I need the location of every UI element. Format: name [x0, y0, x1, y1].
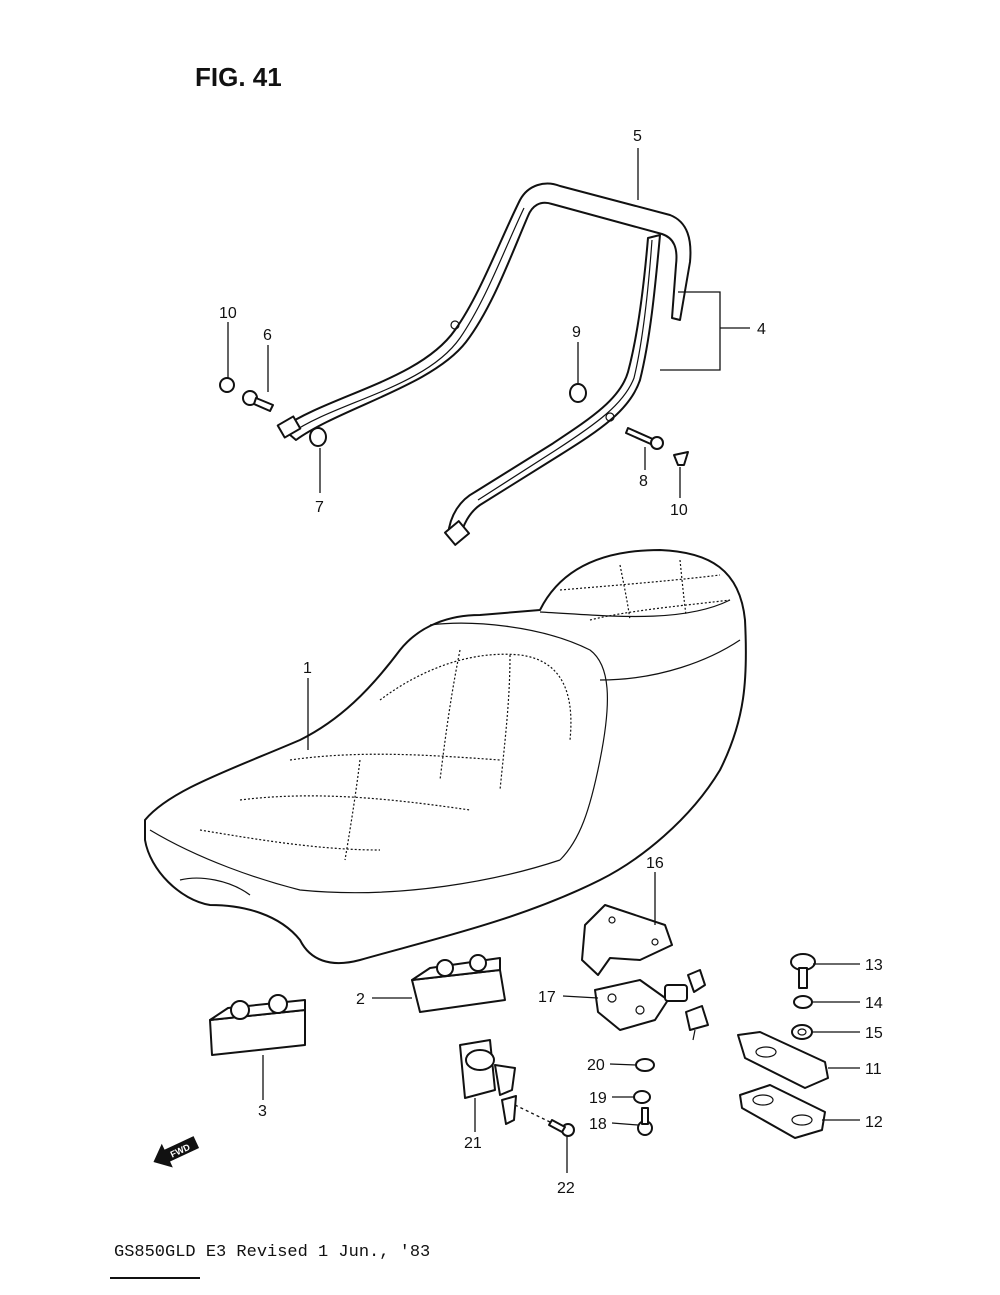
leader-lines [227, 148, 860, 1173]
callout-2: 2 [356, 991, 365, 1008]
callout-10-left: 10 [219, 305, 237, 322]
bracket-11 [737, 1031, 829, 1089]
bracket-16 [581, 904, 673, 976]
callout-16: 16 [646, 855, 664, 872]
seat-cushion-3 [209, 994, 306, 1056]
callout-13: 13 [865, 957, 883, 974]
callout-6: 6 [263, 327, 272, 344]
callout-5: 5 [633, 128, 642, 145]
callout-7: 7 [315, 499, 324, 516]
plate-12 [739, 1084, 826, 1139]
callout-19: 19 [589, 1090, 607, 1107]
callout-8: 8 [639, 473, 648, 490]
callout-3: 3 [258, 1103, 267, 1120]
callout-12: 12 [865, 1114, 883, 1131]
callout-21: 21 [464, 1135, 482, 1152]
callout-4: 4 [757, 321, 766, 338]
seat-cushion-2 [411, 954, 506, 1013]
footer-caption: GS850GLD E3 Revised 1 Jun., '83 [114, 1243, 430, 1262]
callout-14: 14 [865, 995, 883, 1012]
callout-15: 15 [865, 1025, 883, 1042]
grab-rail [276, 182, 692, 546]
callout-numbers: 5 4 10 6 9 7 8 10 1 16 13 2 17 14 15 20 … [219, 128, 883, 1197]
seat [144, 549, 747, 965]
lock-assembly-17 [594, 969, 709, 1041]
callout-9: 9 [572, 324, 581, 341]
callout-11: 11 [865, 1061, 882, 1078]
callout-17: 17 [538, 989, 556, 1006]
figure-title: FIG. 41 [195, 62, 282, 92]
callout-18: 18 [589, 1116, 607, 1133]
callout-22: 22 [557, 1180, 575, 1197]
callout-1: 1 [303, 660, 312, 677]
lock-cylinder-21 [459, 1039, 517, 1125]
forward-arrow-icon: FWD [153, 1136, 200, 1168]
callout-20: 20 [587, 1057, 605, 1074]
callout-10-right: 10 [670, 502, 688, 519]
hardware-parts [219, 377, 816, 1137]
